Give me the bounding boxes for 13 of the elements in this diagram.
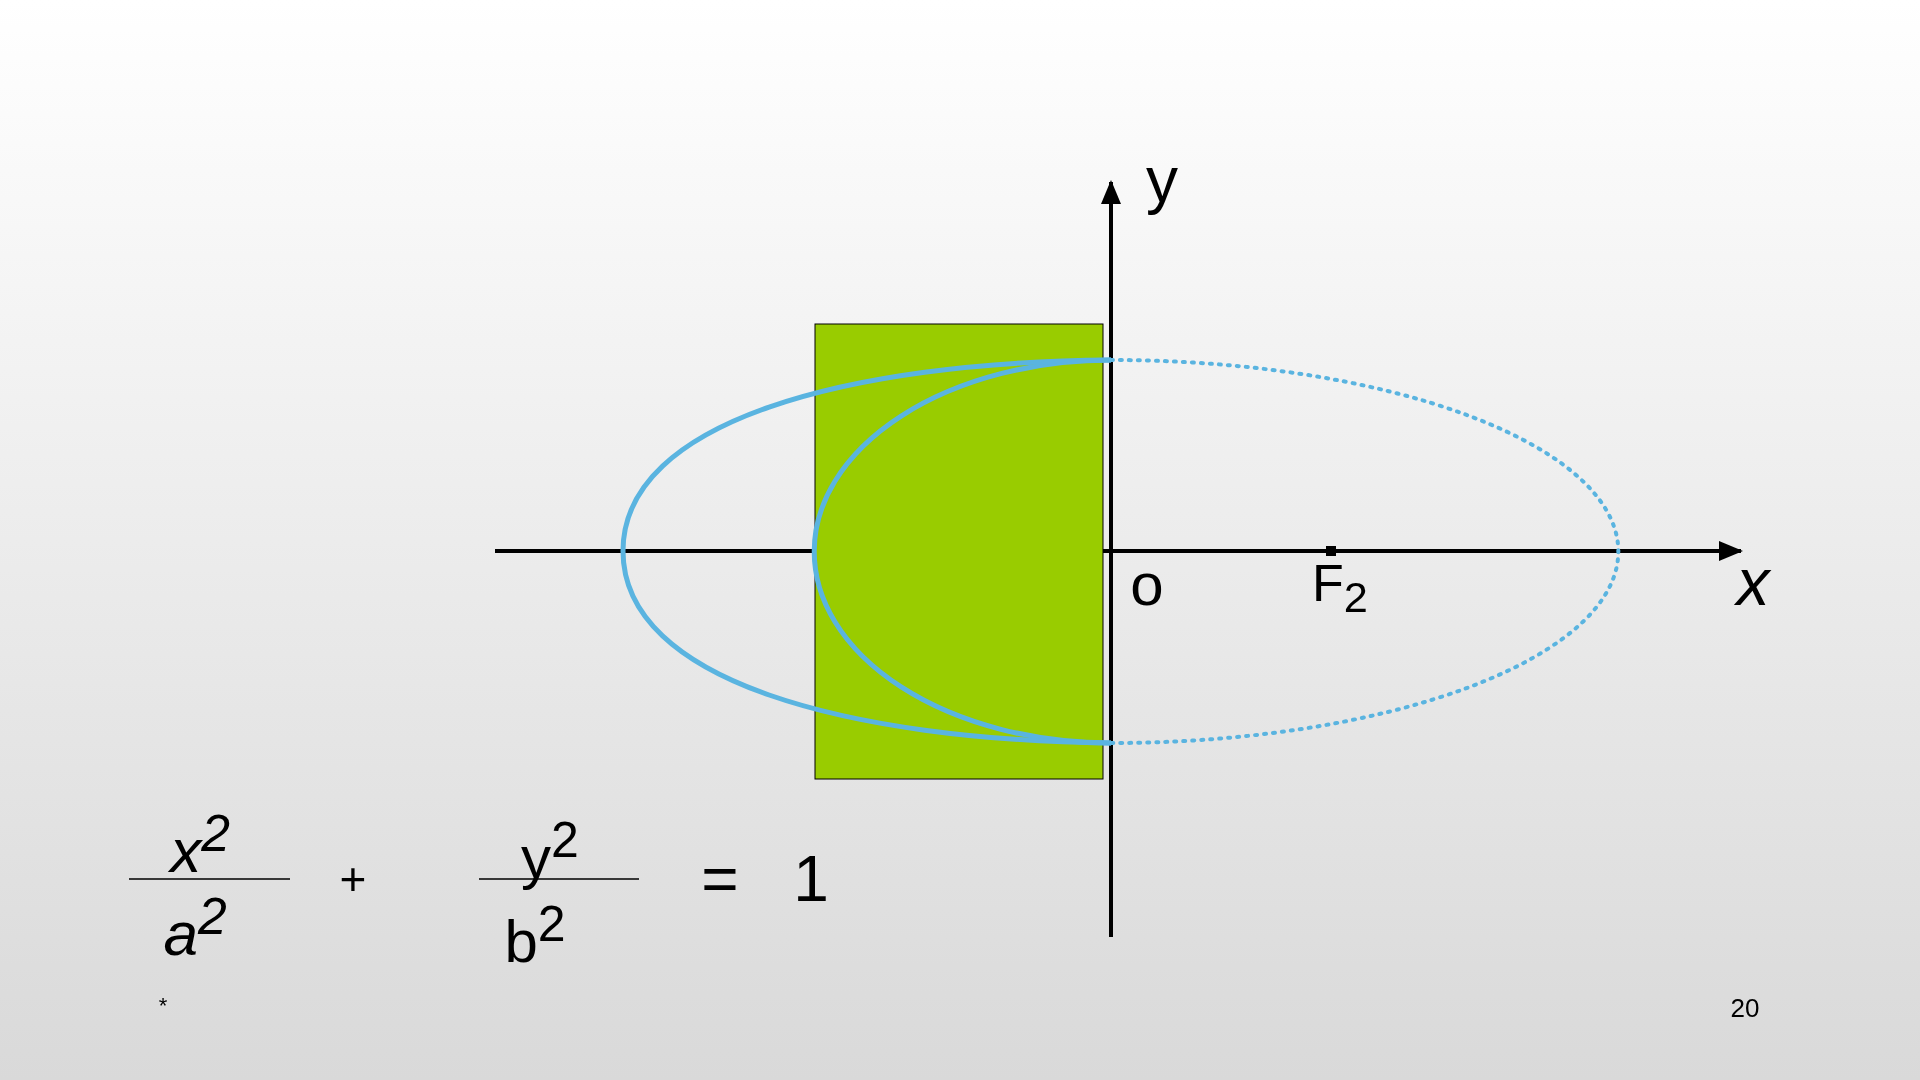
rectangle — [814, 323, 1104, 780]
origin-label: o — [1130, 555, 1164, 615]
denominator-term: a$^{2}$ — [163, 890, 227, 966]
numerator-term: x$^{2}$ — [170, 807, 230, 883]
plus-sign: + — [339, 856, 367, 902]
focus-label: F$_{2}$ — [1312, 556, 1368, 620]
footnote-mark: * — [158, 995, 168, 1017]
equation-value: 1 — [793, 847, 829, 911]
axis-label: x — [1736, 549, 1770, 615]
numerator-term: y$^{2}$ — [521, 814, 579, 888]
denominator-term: b$^{2}$ — [504, 898, 566, 972]
equals-sign: = — [701, 847, 739, 911]
page-number: 20 — [1730, 995, 1760, 1021]
